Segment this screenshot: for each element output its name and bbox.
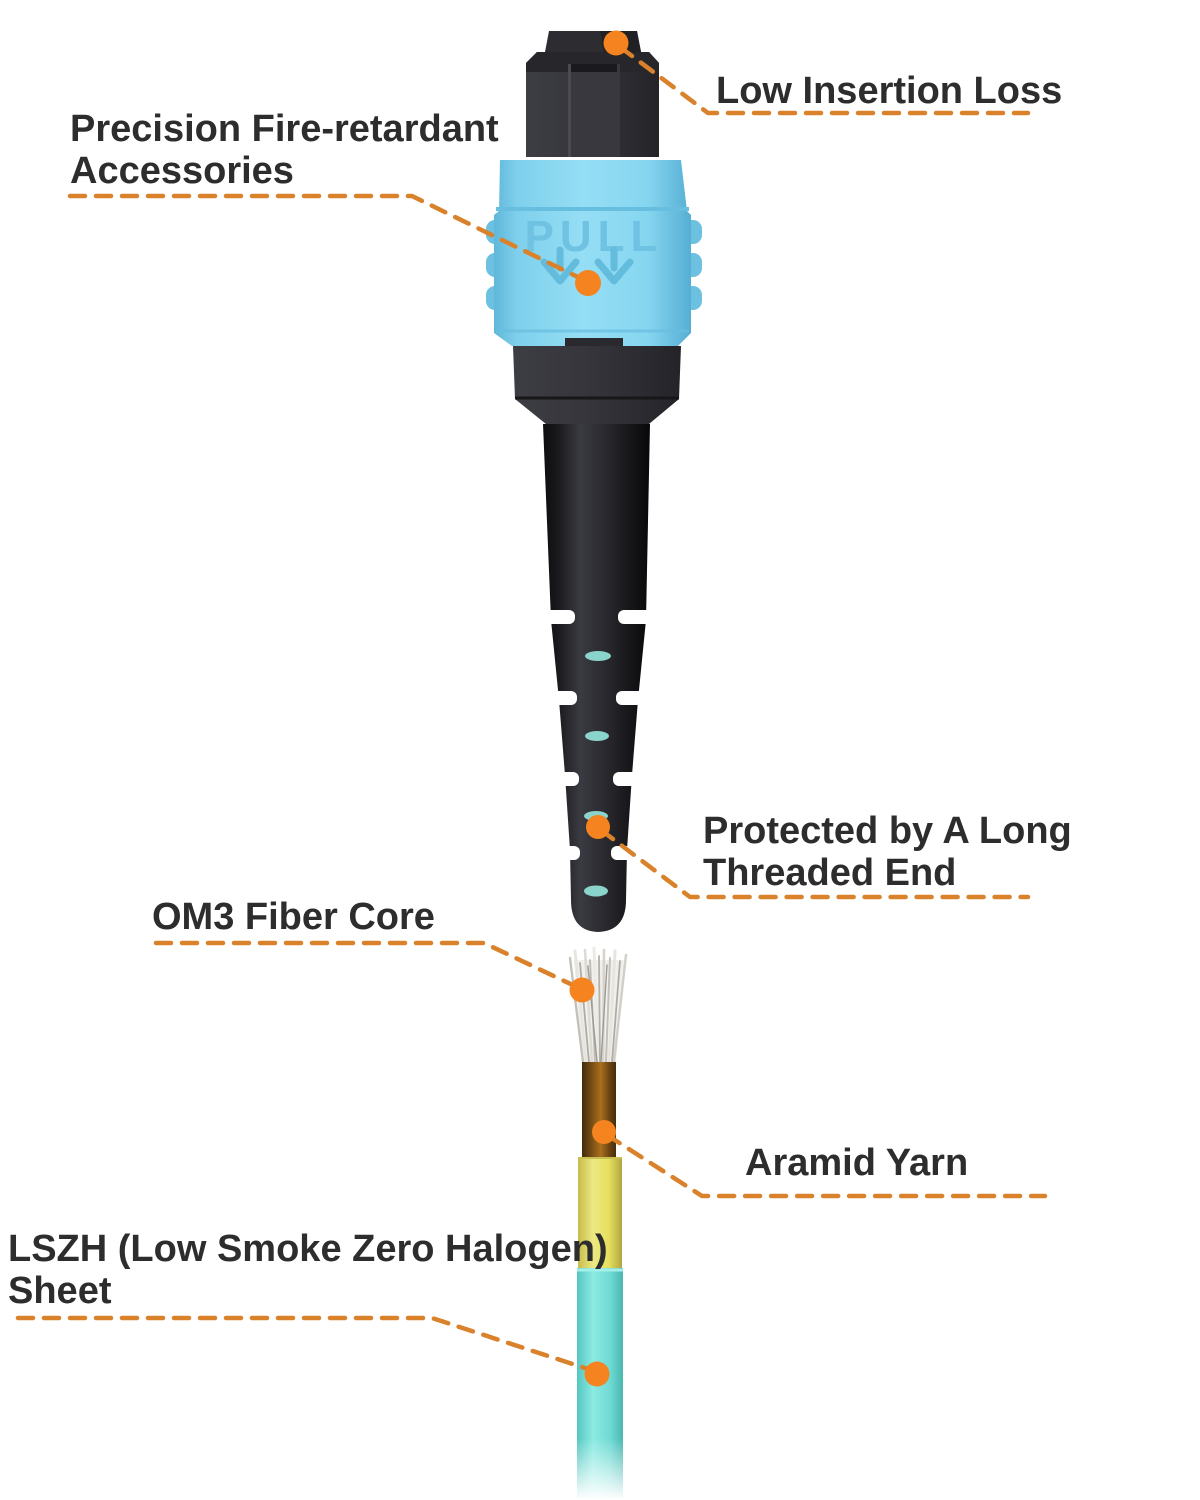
inner-yellow-layer (578, 1157, 622, 1269)
dot-threaded-end (586, 815, 610, 839)
pull-down-arrows-icon (540, 246, 634, 285)
lszh-jacket (560, 1268, 640, 1500)
leader-aramid (604, 1132, 1048, 1199)
leader-om3 (153, 940, 582, 991)
callout-om3-fiber-core: OM3 Fiber Core (152, 896, 435, 938)
fiber-core-brush (568, 946, 628, 1064)
connector-body (526, 52, 659, 157)
pull-embossed-label: PULL (525, 212, 664, 261)
callout-aramid-yarn: Aramid Yarn (745, 1142, 969, 1184)
strain-relief-block (513, 346, 681, 424)
marker-dots (569, 30, 629, 1387)
callout-precision-accessories: Precision Fire-retardant Accessories (70, 108, 499, 192)
leader-lszh (15, 1315, 597, 1374)
leader-threaded-end (598, 827, 1031, 900)
leader-precision (67, 193, 589, 284)
leader-low-insertion-loss (617, 44, 1031, 116)
dot-precision (575, 270, 601, 296)
callout-threaded-end: Protected by A Long Threaded End (703, 810, 1072, 894)
aramid-yarn-layer (582, 1062, 616, 1158)
pull-boot: PULL (486, 160, 702, 346)
dot-aramid (592, 1120, 616, 1144)
dot-lszh (584, 1361, 610, 1387)
boot-bottom-slot (565, 338, 623, 346)
dot-om3 (569, 977, 595, 1003)
callout-low-insertion-loss: Low Insertion Loss (716, 70, 1063, 112)
leader-lines (15, 44, 1048, 1374)
callout-lszh-sheet: LSZH (Low Smoke Zero Halogen) Sheet (8, 1228, 608, 1312)
dot-low-insertion-loss (603, 30, 629, 56)
threaded-end (536, 424, 657, 932)
